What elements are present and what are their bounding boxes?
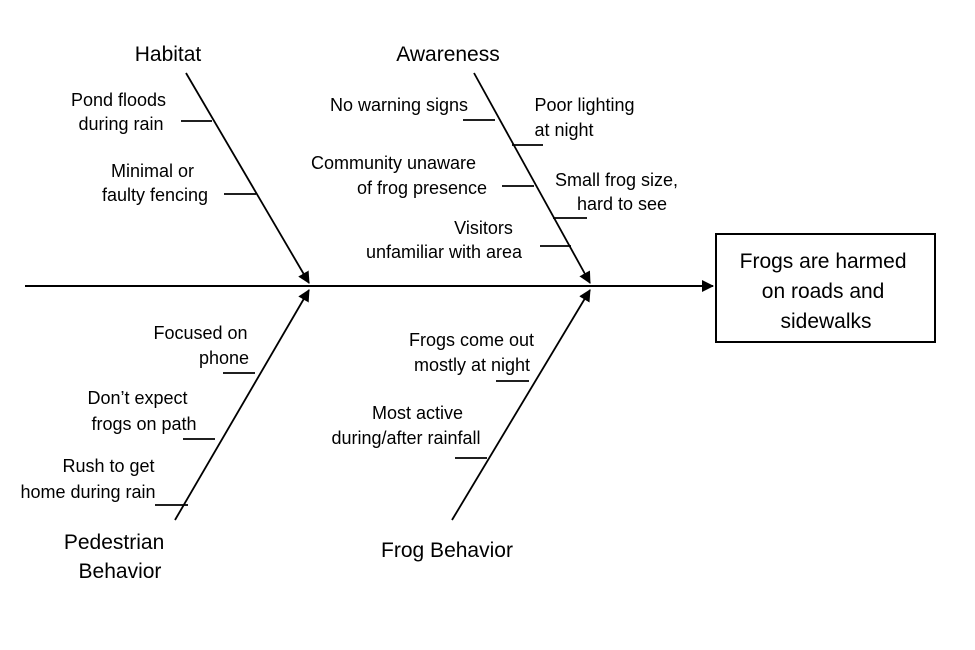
habitat-category-label: Habitat [135, 43, 202, 66]
habitat-cause-2: Minimal or faulty fencing [102, 161, 208, 205]
effect-box [715, 233, 936, 343]
pedestrian-behavior-bone [174, 289, 310, 521]
effect-label: Frogs are harmed on roads and sidewalks [740, 250, 913, 333]
awareness-cause-community-unaware: Community unaware of frog presence [311, 153, 487, 198]
pedestrian-cause-rush-home: Rush to get home during rain [20, 456, 159, 502]
frog-cause-active-during-rainfall: Most active during/after rainfall [331, 403, 480, 448]
awareness-cause-poor-lighting: Poor lighting at night [534, 95, 639, 140]
awareness-cause-no-warning-signs: No warning signs [330, 95, 468, 115]
frog-behavior-category-label: Frog Behavior [381, 539, 513, 562]
habitat-bone [185, 72, 310, 284]
pedestrian-cause-dont-expect-frogs: Don’t expect frogs on path [87, 388, 196, 434]
pedestrian-cause-focused-on-phone: Focused on phone [153, 323, 252, 368]
awareness-cause-visitors-unfamiliar: Visitors unfamiliar with area [366, 218, 523, 262]
frog-behavior-bone [451, 289, 591, 521]
awareness-bone [473, 72, 591, 284]
frog-cause-come-out-at-night: Frogs come out mostly at night [409, 330, 539, 375]
pedestrian-behavior-category-label: Pedestrian Behavior [64, 531, 170, 583]
awareness-category-label: Awareness [396, 43, 500, 66]
awareness-cause-small-frog-size: Small frog size, hard to see [555, 170, 683, 214]
habitat-cause-1: Pond floods during rain [71, 90, 171, 134]
